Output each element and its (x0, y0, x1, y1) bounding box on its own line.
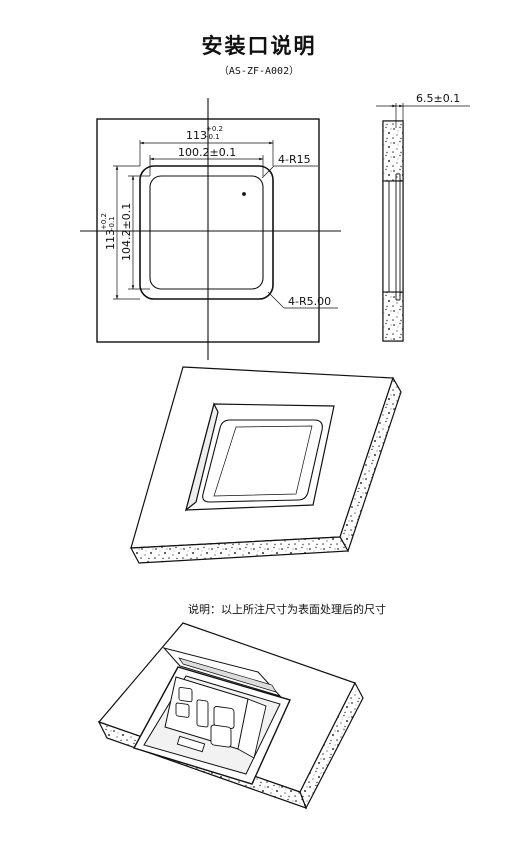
dim-outer-height: 113 (104, 229, 117, 250)
socket-5 (210, 724, 232, 748)
socket-1 (178, 686, 193, 703)
model-number: （AS-ZF-A002） (218, 66, 300, 77)
socket-2 (175, 702, 190, 718)
dim-inner-width: 100.2±0.1 (178, 146, 236, 159)
dim-depth: 6.5±0.1 (416, 92, 460, 105)
opening-recess (202, 419, 323, 503)
dim-outer-width-tol-down: -0.1 (206, 133, 220, 141)
page-title: 安装口说明 (201, 33, 317, 58)
isometric-cutout-view (130, 366, 402, 564)
cutout-outer (139, 165, 274, 300)
note-text: 说明：以上所注尺寸为表面处理后的尺寸 (188, 603, 386, 616)
corner-radius-15: 4-R15 (278, 153, 311, 166)
isometric-installed-view (97, 622, 364, 810)
dim-outer-width: 113 (186, 129, 207, 142)
top-view (80, 98, 341, 360)
section-hatch-top (382, 120, 404, 182)
dim-outer-height-tol-down: -0.1 (108, 216, 116, 230)
dim-outer-height-tol-up: +0.2 (100, 213, 108, 230)
screw-mark (242, 192, 246, 196)
opening-wall (184, 402, 219, 512)
corner-radius-5: 4-R5.00 (288, 295, 331, 308)
dim-outer-width-tol-up: +0.2 (206, 125, 223, 133)
dim-inner-height: 104.2±0.1 (120, 203, 133, 261)
lid-latch (176, 735, 206, 753)
slab-side-front (130, 536, 350, 564)
socket-3 (196, 699, 209, 728)
side-section (376, 103, 470, 342)
cutout-inner (149, 175, 264, 290)
